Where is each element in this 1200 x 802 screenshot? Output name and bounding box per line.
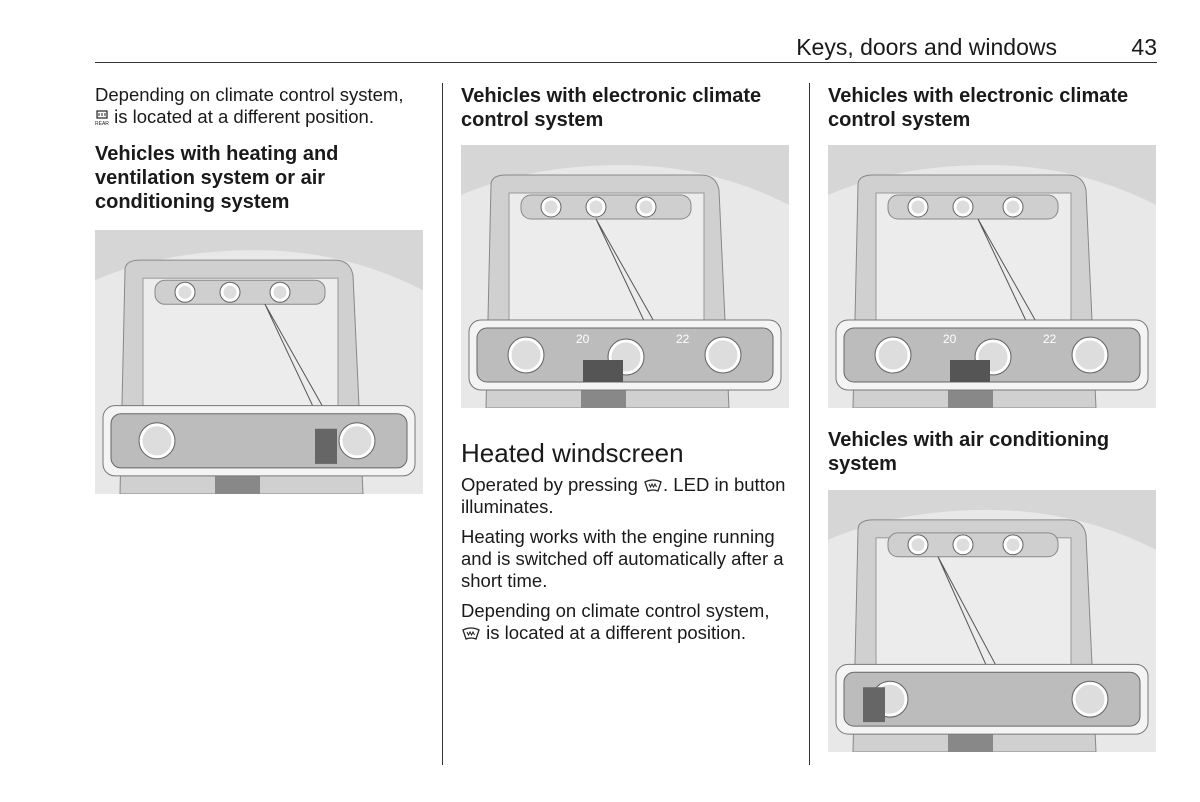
console-drawing <box>828 490 1156 752</box>
text: . LED in button illuminates. <box>461 474 786 517</box>
heading-electronic-climate: Vehicles with electronic climate control… <box>461 85 762 131</box>
heated-windscreen-icon <box>644 479 662 492</box>
section-title: Keys, doors and windows <box>796 34 1057 60</box>
illustration-heating-ventilation-panel <box>95 230 423 494</box>
heated-windscreen-icon <box>462 627 480 640</box>
temperature-display: 22 <box>1043 332 1057 346</box>
intro-paragraph: Depending on climate control system, REA… <box>95 84 427 128</box>
column-2: Vehicles with electronic climate control… <box>461 84 793 144</box>
text: Depending on climate control system, <box>95 84 404 105</box>
page-number: 43 <box>1131 34 1157 60</box>
rear-window-heating-icon: REAR <box>95 110 109 126</box>
text: is located at a different position. <box>486 622 746 643</box>
temperature-display: 20 <box>943 332 957 346</box>
paragraph: Depending on climate control system, is … <box>461 600 793 644</box>
column-3-lower: Vehicles with air conditioning system <box>828 428 1160 488</box>
heated-windscreen-section: Heated windscreen Operated by pressing .… <box>461 438 793 652</box>
illustration-air-conditioning-panel <box>828 490 1156 752</box>
column-divider <box>442 83 443 765</box>
column-divider <box>809 83 810 765</box>
temperature-display: 20 <box>576 332 590 346</box>
console-drawing <box>95 230 423 494</box>
page-header: Keys, doors and windows 43 <box>95 34 1157 63</box>
heading-electronic-climate: Vehicles with electronic climate control… <box>828 85 1129 131</box>
paragraph: Operated by pressing . LED in button ill… <box>461 474 793 518</box>
heading-air-conditioning: Vehicles with air conditioning system <box>828 429 1110 475</box>
paragraph: Heating works with the engine running an… <box>461 526 784 591</box>
temperature-display: 22 <box>676 332 690 346</box>
text: Depending on climate control system, <box>461 600 770 621</box>
text: is located at a different position. <box>114 106 374 127</box>
heading-heating-ventilation: Vehicles with heating and ventilation sy… <box>95 143 339 213</box>
heading-heated-windscreen: Heated windscreen <box>461 438 684 468</box>
svg-text:REAR: REAR <box>95 121 109 126</box>
text: Operated by pressing <box>461 474 638 495</box>
column-1: Depending on climate control system, REA… <box>95 84 427 226</box>
column-3: Vehicles with electronic climate control… <box>828 84 1160 144</box>
